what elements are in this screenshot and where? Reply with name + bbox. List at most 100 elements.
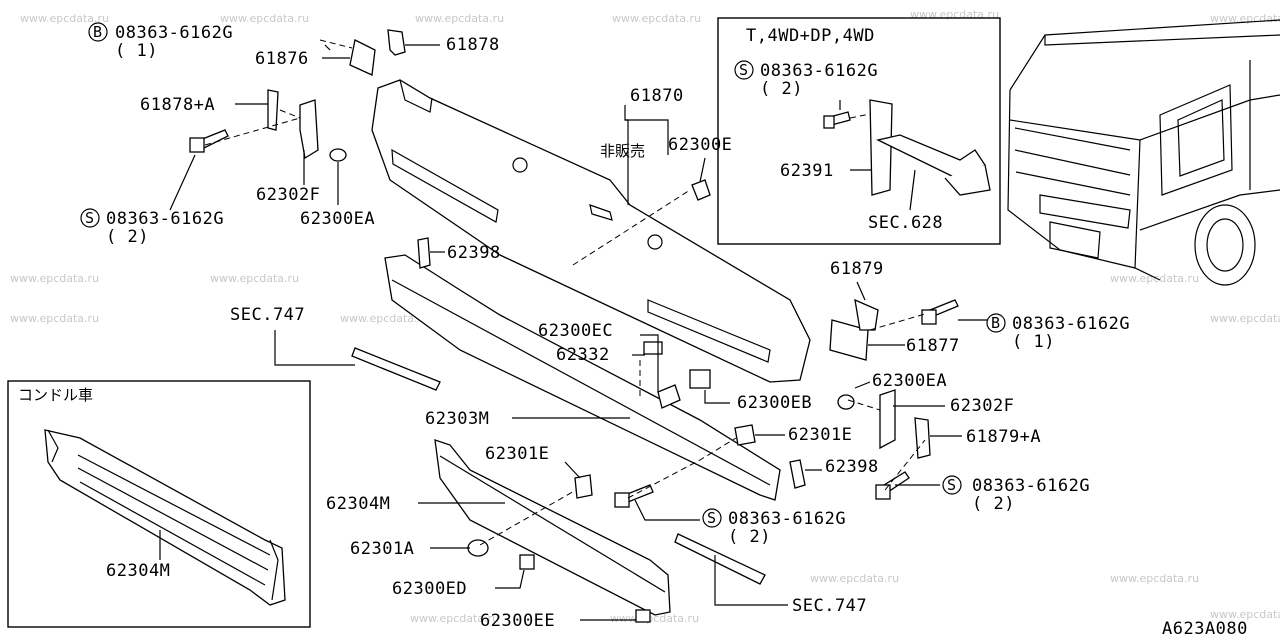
label-sec747-left: SEC.747 [230,305,305,325]
seal-62398-bottom [789,459,806,489]
clip-62301e-right [734,424,756,446]
bracket-61879a [914,417,931,459]
label-sec747-bottom: SEC.747 [792,596,867,616]
inset-4wd-bolt-symbol: S [739,61,749,79]
bracket-62391-drawing [869,99,991,196]
bolt-class-symbol [702,508,722,528]
s-bolt-left-symbol: S [85,209,95,227]
inset-condor-title: コンドル車 [18,386,93,404]
clip-62300ed [519,554,535,570]
label-b-bolt-top: 08363-6162G [115,23,233,43]
valance-62304m [434,439,671,616]
label-62300ed: 62300ED [392,579,467,599]
watermark: www.epcdata.ru [1210,312,1280,325]
label-not-for-sale: 非販売 [600,142,645,160]
clip-62300ec [657,384,681,409]
clip-62300e [691,179,711,201]
bolt-class-symbol [986,313,1006,333]
watermark: www.epcdata.ru [210,272,299,285]
watermark: www.epcdata.ru [810,572,899,585]
b-bolt-right-symbol: B [991,314,1001,332]
bolt-icon [823,111,851,129]
watermark: www.epcdata.ru [410,612,499,625]
watermark: www.epcdata.ru [20,12,109,25]
label-61876: 61876 [255,49,309,69]
bracket-61878a [267,89,279,131]
label-s-bolt-left: 08363-6162G [106,209,224,229]
watermark: www.epcdata.ru [415,12,504,25]
watermark: www.epcdata.ru [612,12,701,25]
label-61870: 61870 [630,86,684,106]
label-62398-bottom: 62398 [825,457,879,477]
label-s-bolt-left-qty: ( 2) [106,227,149,247]
inset-4wd-bolt-number: 08363-6162G [760,61,878,81]
label-b-bolt-right-qty: ( 1) [1012,332,1055,352]
clip-62300ea-right [837,394,855,410]
clip-62301e-left [574,474,593,499]
label-62300ea-right: 62300EA [872,371,947,391]
bolt-icon [189,129,229,153]
inset-4wd-frame [717,17,1001,245]
spacer-62302f-left [299,99,319,160]
label-s-bolt-center-qty: ( 2) [728,527,771,547]
bolt-icon [921,299,959,325]
label-61878a: 61878+A [140,95,215,115]
watermark: www.epcdata.ru [10,272,99,285]
assembly-dashed-lines [204,39,926,546]
seal-62398-top [417,237,431,269]
retainer-62332 [643,341,663,355]
truck-illustration [1007,19,1280,286]
watermark: www.epcdata.ru [220,12,309,25]
label-s-bolt-center: 08363-6162G [728,509,846,529]
upper-bumper-61870 [371,79,811,383]
label-62332: 62332 [556,345,610,365]
watermarks: www.epcdata.ru www.epcdata.ru www.epcdat… [10,8,1280,625]
inset-4wd: T,4WD+DP,4WD S 08363-6162G ( 2) 62391 SE… [717,17,1001,245]
label-62302f-right: 62302F [950,396,1014,416]
label-s-bolt-right-qty: ( 2) [972,494,1015,514]
watermark: www.epcdata.ru [910,8,999,21]
watermark: www.epcdata.ru [1210,608,1280,621]
bolt-class-symbol [942,475,962,495]
watermark: www.epcdata.ru [1110,572,1199,585]
label-62300ee: 62300EE [480,611,555,631]
label-62398-top: 62398 [447,243,501,263]
label-62300e: 62300E [668,135,732,155]
inset-4wd-bolt-qty: ( 2) [760,79,803,99]
watermark: www.epcdata.ru [1110,272,1199,285]
standard-bolt-symbol [734,60,754,80]
label-62302f-left: 62302F [256,185,320,205]
label-61878: 61878 [446,35,500,55]
bracket-61876 [349,39,376,76]
bolt-class-symbol [88,22,108,42]
clip-62300ea-left [329,148,347,162]
label-61877: 61877 [906,336,960,356]
inset-4wd-part-62391: 62391 [780,161,834,181]
label-62301a: 62301A [350,539,414,559]
label-62300ea-left: 62300EA [300,209,375,229]
bracket-sec747-left [351,347,441,391]
clip-62300eb [689,369,711,389]
label-62304m: 62304M [326,494,390,514]
bracket-sec747-bottom [674,533,766,585]
watermark: www.epcdata.ru [340,312,429,325]
bolt-class-symbol [80,208,100,228]
watermark: www.epcdata.ru [610,612,699,625]
inset-condor: コンドル車 62304M [7,380,311,628]
label-61879: 61879 [830,259,884,279]
diagram-code: A623A080 [1162,619,1248,639]
inset-4wd-title: T,4WD+DP,4WD [746,26,875,46]
label-s-bolt-right: 08363-6162G [972,476,1090,496]
label-b-bolt-top-qty: ( 1) [115,41,158,61]
clip-62300ee [635,609,651,623]
watermark: www.epcdata.ru [10,312,99,325]
s-bolt-right-symbol: S [947,476,957,494]
label-b-bolt-right: 08363-6162G [1012,314,1130,334]
label-62301e-left: 62301E [485,444,549,464]
inset-4wd-sec: SEC.628 [868,213,943,233]
bracket-61878 [387,29,406,56]
s-bolt-center-symbol: S [707,509,717,527]
inset-condor-frame [7,380,311,628]
leader-lines [169,44,990,621]
label-62300eb: 62300EB [737,393,812,413]
